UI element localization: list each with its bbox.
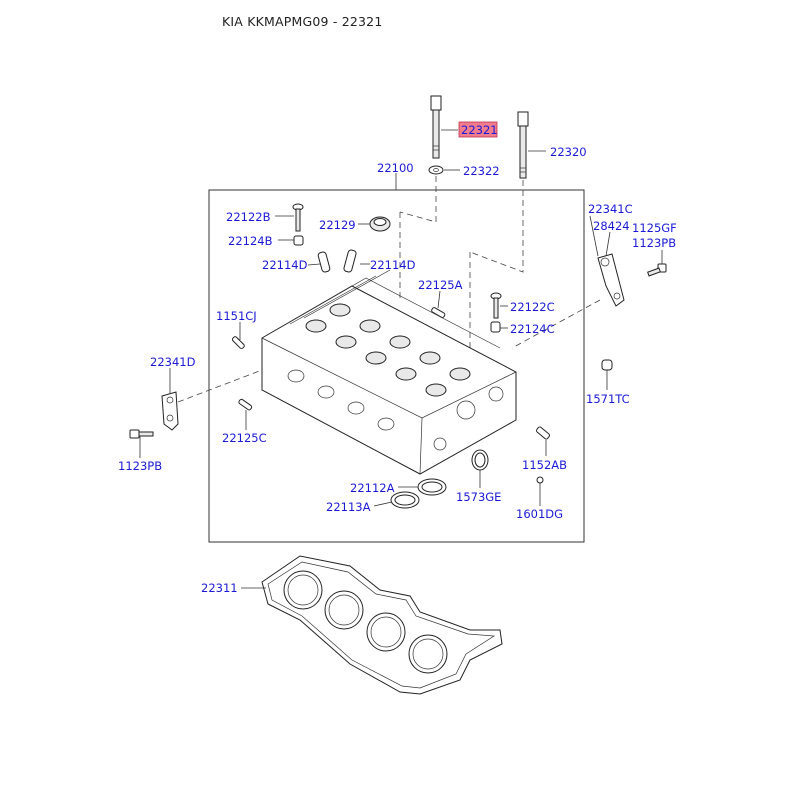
callout-22341c[interactable]: 22341C [588, 202, 633, 216]
bolt-22122b[interactable] [292, 203, 304, 232]
bracket-22341d[interactable] [161, 391, 179, 431]
callout-1571tc[interactable]: 1571TC [586, 392, 630, 406]
plug-1601dg[interactable] [536, 476, 544, 484]
dowel-22114d-b[interactable] [343, 249, 357, 273]
callout-1601dg[interactable]: 1601DG [516, 507, 563, 521]
callout-22341d[interactable]: 22341D [150, 355, 196, 369]
callout-22113a[interactable]: 22113A [326, 500, 371, 514]
bolt-22122c[interactable] [490, 292, 502, 319]
seal-22129[interactable] [369, 216, 391, 232]
dowel-22114d-a[interactable] [317, 251, 331, 273]
callout-22311[interactable]: 22311 [201, 581, 238, 595]
oring-1573ge[interactable] [471, 449, 489, 471]
callout-22100[interactable]: 22100 [377, 161, 414, 175]
cylinder-head-assembly-frame [208, 189, 585, 543]
page-title: KIA KKMAPMG09 - 22321 [222, 14, 383, 29]
callout-22129[interactable]: 22129 [319, 218, 356, 232]
callout-1123pb-right[interactable]: 1123PB [632, 236, 676, 250]
cylinder-head-22100[interactable] [261, 269, 517, 475]
callout-1152ab[interactable]: 1152AB [522, 458, 567, 472]
gasket-22112a[interactable] [417, 478, 447, 496]
highlight-22321 [458, 121, 498, 138]
callout-1151cj[interactable]: 1151CJ [216, 309, 257, 323]
head-bolt-22321[interactable] [430, 95, 442, 159]
callout-22112a[interactable]: 22112A [350, 481, 395, 495]
callout-22122b[interactable]: 22122B [226, 210, 271, 224]
callout-22124c[interactable]: 22124C [510, 322, 555, 336]
cap-1571tc[interactable] [601, 359, 613, 371]
callout-22322[interactable]: 22322 [463, 164, 500, 178]
callout-28424[interactable]: 28424 [593, 219, 630, 233]
bolt-1123pb-right[interactable] [647, 263, 667, 277]
sleeve-22124b[interactable] [293, 235, 304, 246]
callout-22124b[interactable]: 22124B [228, 234, 273, 248]
pin-1151cj[interactable] [231, 336, 245, 350]
pin-22125a[interactable] [431, 307, 446, 318]
callout-1125gf[interactable]: 1125GF [632, 221, 677, 235]
gasket-22113a[interactable] [390, 491, 420, 509]
pin-22125c[interactable] [238, 398, 253, 411]
head-bolt-22320[interactable] [517, 111, 529, 179]
plug-1152ab[interactable] [536, 426, 551, 440]
callout-1573ge[interactable]: 1573GE [456, 490, 501, 504]
bolt-1123pb-left[interactable] [129, 429, 154, 439]
callout-1123pb-left[interactable]: 1123PB [118, 459, 162, 473]
callout-22125a[interactable]: 22125A [418, 278, 463, 292]
head-gasket-22311[interactable] [261, 555, 503, 695]
callout-22122c[interactable]: 22122C [510, 300, 555, 314]
bracket-22341c[interactable] [597, 253, 625, 307]
callout-22114d-b[interactable]: 22114D [370, 258, 416, 272]
callout-22114d-a[interactable]: 22114D [262, 258, 308, 272]
washer-22322[interactable] [428, 165, 444, 175]
callout-22321[interactable]: 22321 [461, 123, 498, 137]
callout-22125c[interactable]: 22125C [222, 431, 267, 445]
callout-22320[interactable]: 22320 [550, 145, 587, 159]
sleeve-22124c[interactable] [490, 321, 501, 333]
